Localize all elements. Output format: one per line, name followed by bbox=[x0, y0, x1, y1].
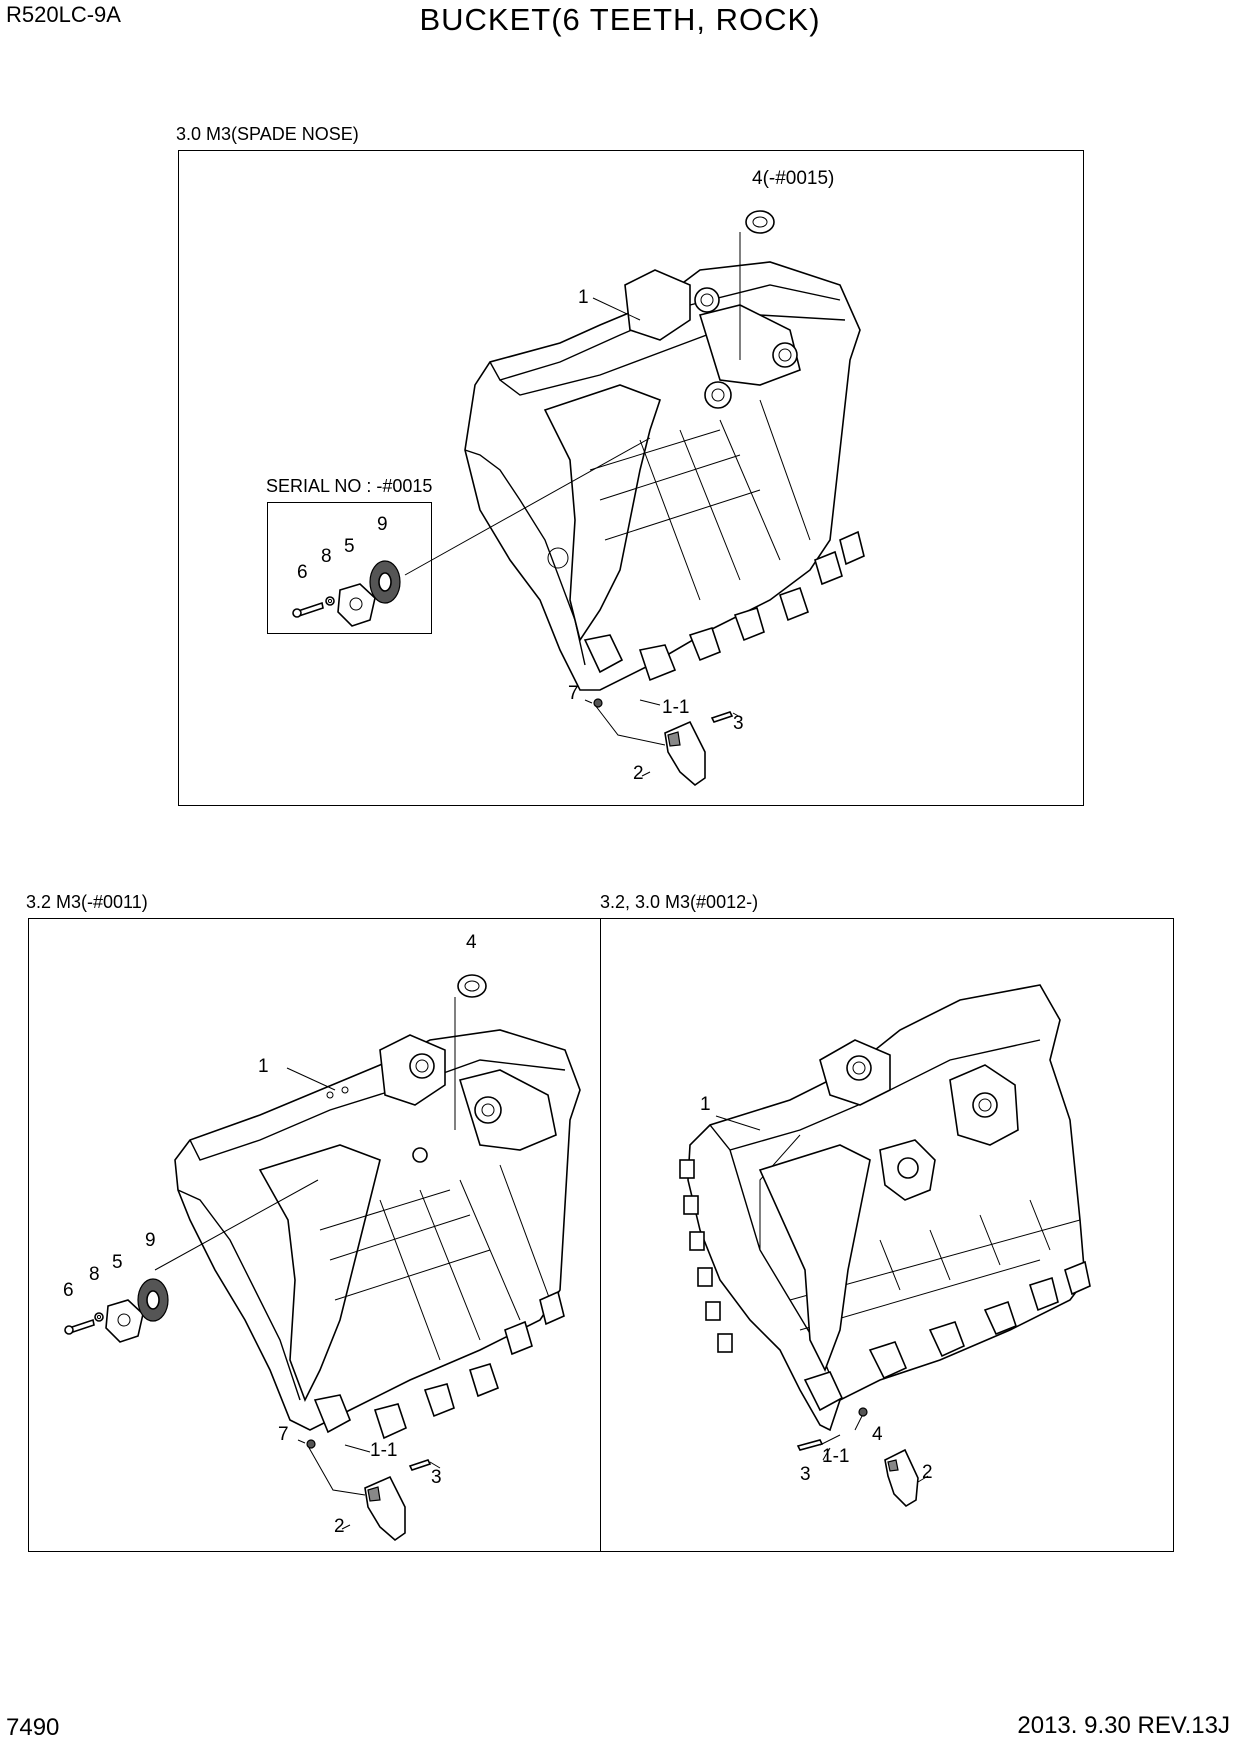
bottom-left-teeth bbox=[313, 1290, 565, 1440]
bottom-left-label-5: 5 bbox=[112, 1252, 123, 1273]
top-label-1-1: 1-1 bbox=[662, 697, 689, 718]
bottom-diagram-frame bbox=[28, 918, 1174, 1552]
bottom-left-label-6: 6 bbox=[63, 1280, 74, 1301]
top-panel-caption: 3.0 M3(SPADE NOSE) bbox=[176, 124, 359, 144]
serial-detail-frame bbox=[267, 502, 432, 634]
top-label-3: 3 bbox=[733, 713, 744, 734]
bottom-right-label-1: 1 bbox=[700, 1094, 711, 1115]
bottom-left-label-1: 1 bbox=[258, 1056, 269, 1077]
bottom-left-label-3: 3 bbox=[431, 1467, 442, 1488]
bottom-left-label-2: 2 bbox=[334, 1516, 345, 1537]
bottom-left-label-1-1: 1-1 bbox=[370, 1440, 397, 1461]
model-code: R520LC-9A bbox=[6, 2, 121, 27]
bottom-left-label-8: 8 bbox=[89, 1264, 100, 1285]
serial-number-caption: SERIAL NO : -#0015 bbox=[266, 476, 433, 496]
top-label-2: 2 bbox=[633, 763, 644, 784]
top-bucket-assembly bbox=[404, 210, 865, 787]
bottom-right-caption: 3.2, 3.0 M3(#0012-) bbox=[600, 892, 759, 912]
bottom-right-label-1-1: 1-1 bbox=[822, 1446, 849, 1467]
bottom-left-label-7: 7 bbox=[278, 1424, 289, 1445]
revision-date: 2013. 9.30 REV.13J bbox=[1017, 1712, 1230, 1739]
bottom-right-label-3: 3 bbox=[800, 1464, 811, 1485]
bottom-divider bbox=[600, 918, 601, 1552]
bottom-left-label-4: 4 bbox=[466, 932, 477, 953]
top-label-9: 9 bbox=[377, 514, 388, 535]
page-title: BUCKET(6 TEETH, ROCK) bbox=[419, 2, 821, 37]
bottom-left-caption: 3.2 M3(-#0011) bbox=[26, 892, 148, 912]
top-serial-detail-parts bbox=[292, 560, 401, 627]
bottom-right-label-4: 4 bbox=[872, 1424, 883, 1445]
bottom-left-bucket-assembly bbox=[64, 974, 581, 1542]
top-label-8: 8 bbox=[321, 546, 332, 567]
bottom-right-label-2: 2 bbox=[922, 1462, 933, 1483]
top-label-5: 5 bbox=[344, 536, 355, 557]
bottom-right-teeth bbox=[803, 1260, 1091, 1412]
bottom-left-label-9: 9 bbox=[145, 1230, 156, 1251]
page-number: 7490 bbox=[6, 1714, 60, 1741]
top-label-4: 4(-#0015) bbox=[752, 168, 834, 189]
top-label-1: 1 bbox=[578, 287, 589, 308]
top-teeth bbox=[583, 530, 865, 682]
bottom-right-bucket-assembly bbox=[679, 984, 1091, 1508]
top-label-6: 6 bbox=[297, 562, 308, 583]
top-diagram-frame bbox=[178, 150, 1084, 806]
bottom-right-side-teeth bbox=[679, 1159, 733, 1353]
top-label-7: 7 bbox=[568, 683, 579, 704]
